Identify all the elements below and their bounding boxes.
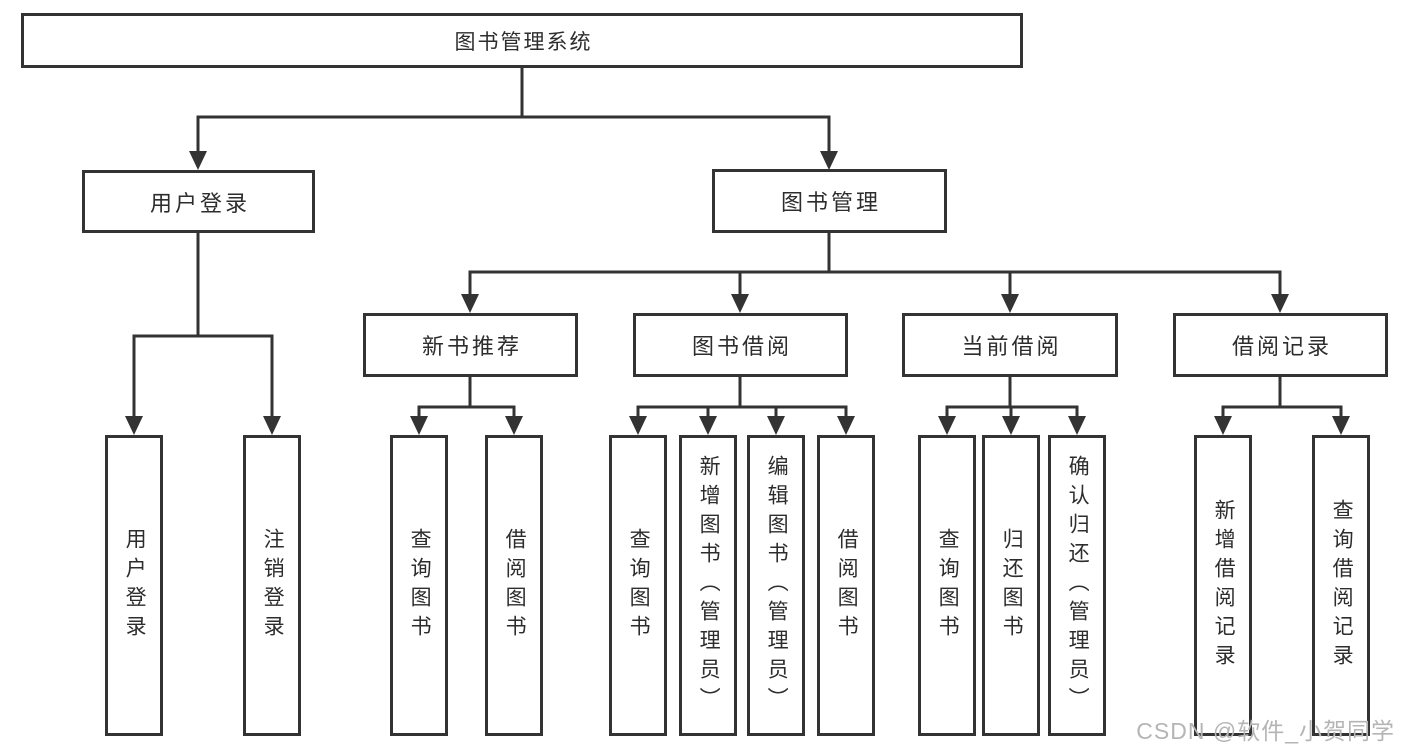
node-new-book-recommend-label: 新书推荐 <box>421 334 522 359</box>
leaf-user-login-label: 用户登录 <box>123 527 147 644</box>
leaf-records-query-borrow-record: 查询借阅记录 <box>1312 435 1370 736</box>
leaf-user-login: 用户登录 <box>105 435 163 736</box>
leaf-logout-label: 注销登录 <box>261 527 285 644</box>
leaf-borrow-borrow-books-label: 借阅图书 <box>835 527 859 644</box>
leaf-records-add-borrow-record: 新增借阅记录 <box>1194 435 1252 736</box>
node-borrow-records-label: 借阅记录 <box>1231 334 1332 359</box>
leaf-borrow-edit-books-admin: 编辑图书（管理员） <box>747 435 805 736</box>
leaf-borrow-add-books-admin-label: 新增图书（管理员） <box>697 455 721 716</box>
leaf-borrow-edit-books-admin-label: 编辑图书（管理员） <box>765 455 789 716</box>
node-root: 图书管理系统 <box>21 13 1023 68</box>
node-book-borrow: 图书借阅 <box>633 313 848 377</box>
node-user-login-label: 用户登录 <box>149 190 250 216</box>
leaf-records-query-borrow-record-label: 查询借阅记录 <box>1330 498 1354 673</box>
leaf-current-confirm-return-admin: 确认归还（管理员） <box>1048 435 1106 736</box>
watermark-text: CSDN @软件_小贺同学 <box>1136 718 1395 744</box>
node-root-label: 图书管理系统 <box>454 30 593 54</box>
node-current-borrow: 当前借阅 <box>902 313 1118 377</box>
node-current-borrow-label: 当前借阅 <box>961 334 1062 359</box>
leaf-newbook-query-books: 查询图书 <box>390 435 448 736</box>
node-user-login: 用户登录 <box>82 170 315 233</box>
node-book-management: 图书管理 <box>712 169 947 233</box>
node-borrow-records: 借阅记录 <box>1173 313 1388 377</box>
leaf-current-return-books: 归还图书 <box>982 435 1040 736</box>
leaf-current-query-books: 查询图书 <box>918 435 976 736</box>
leaf-newbook-borrow-books: 借阅图书 <box>485 435 543 736</box>
leaf-records-add-borrow-record-label: 新增借阅记录 <box>1212 498 1236 673</box>
leaf-logout: 注销登录 <box>243 435 301 736</box>
node-book-borrow-label: 图书借阅 <box>691 334 792 359</box>
leaf-borrow-query-books-label: 查询图书 <box>627 527 651 644</box>
node-book-management-label: 图书管理 <box>780 190 881 215</box>
leaf-newbook-borrow-books-label: 借阅图书 <box>503 527 527 644</box>
leaf-borrow-add-books-admin: 新增图书（管理员） <box>679 435 737 736</box>
leaf-current-query-books-label: 查询图书 <box>936 527 960 644</box>
node-new-book-recommend: 新书推荐 <box>363 313 578 377</box>
leaf-borrow-query-books: 查询图书 <box>609 435 667 736</box>
leaf-newbook-query-books-label: 查询图书 <box>408 527 432 644</box>
leaf-current-confirm-return-admin-label: 确认归还（管理员） <box>1066 455 1090 716</box>
leaf-borrow-borrow-books: 借阅图书 <box>817 435 875 736</box>
leaf-current-return-books-label: 归还图书 <box>1000 527 1024 644</box>
